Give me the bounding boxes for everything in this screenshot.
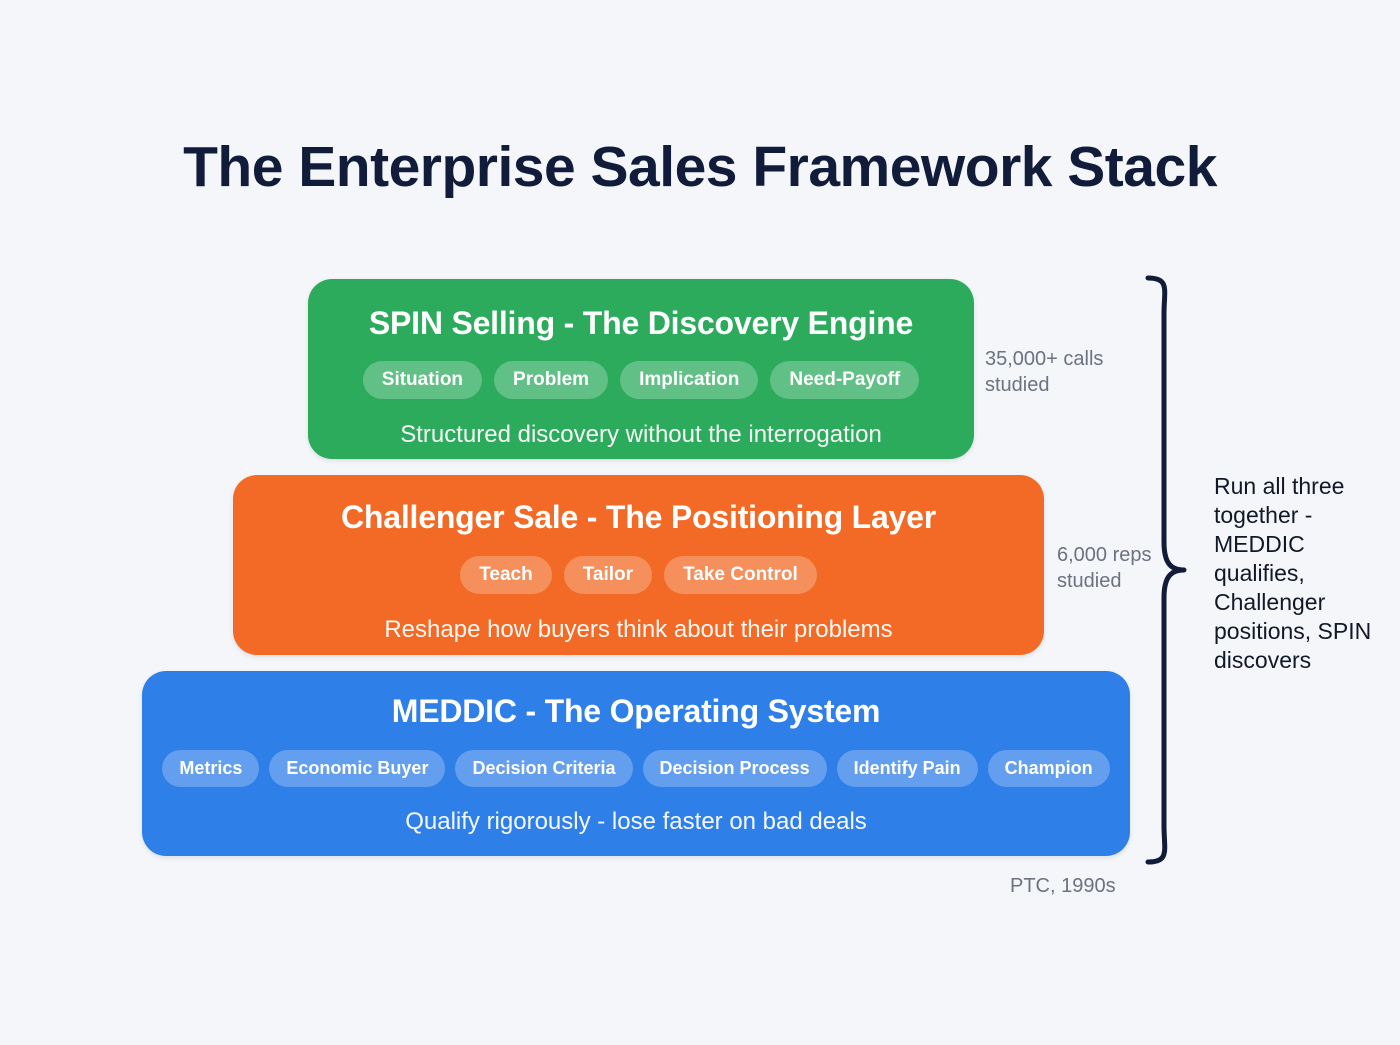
chip-tailor: Tailor (563, 556, 653, 594)
framework-title-spin: SPIN Selling - The Discovery Engine (368, 305, 914, 341)
curly-brace-icon (1140, 270, 1200, 870)
chip-row-spin: Situation Problem Implication Need-Payof… (362, 361, 920, 399)
chip-decision-process: Decision Process (642, 750, 827, 787)
conclusion-text: Run all three together - MEDDIC qualifie… (1214, 473, 1372, 673)
chip-champion: Champion (987, 750, 1110, 787)
framework-subtitle-challenger: Reshape how buyers think about their pro… (384, 616, 893, 643)
chip-decision-criteria: Decision Criteria (455, 750, 633, 787)
chip-row-meddic: Metrics Economic Buyer Decision Criteria… (162, 750, 1110, 787)
chip-implication: Implication (620, 361, 759, 399)
side-note-spin: 35,000+ calls studied (985, 348, 1104, 397)
page-title: The Enterprise Sales Framework Stack (183, 135, 1217, 199)
chip-situation: Situation (362, 361, 483, 399)
chip-need-payoff: Need-Payoff (770, 361, 920, 399)
chip-metrics: Metrics (162, 750, 260, 787)
framework-block-spin: SPIN Selling - The Discovery Engine Situ… (308, 279, 974, 459)
framework-title-meddic: MEDDIC - The Operating System (391, 693, 881, 729)
chip-row-challenger: Teach Tailor Take Control (460, 556, 817, 594)
side-note-meddic: PTC, 1990s (1010, 875, 1116, 897)
framework-subtitle-spin: Structured discovery without the interro… (400, 421, 882, 448)
framework-subtitle-meddic: Qualify rigorously - lose faster on bad … (405, 808, 867, 835)
chip-economic-buyer: Economic Buyer (269, 750, 446, 787)
chip-take-control: Take Control (664, 556, 817, 594)
framework-block-challenger: Challenger Sale - The Positioning Layer … (233, 475, 1044, 655)
chip-identify-pain: Identify Pain (836, 750, 978, 787)
framework-title-challenger: Challenger Sale - The Positioning Layer (341, 499, 936, 535)
side-note-challenger: 6,000 reps studied (1057, 544, 1152, 593)
framework-block-meddic: MEDDIC - The Operating System Metrics Ec… (142, 671, 1130, 856)
chip-teach: Teach (460, 556, 552, 594)
chip-problem: Problem (494, 361, 609, 399)
